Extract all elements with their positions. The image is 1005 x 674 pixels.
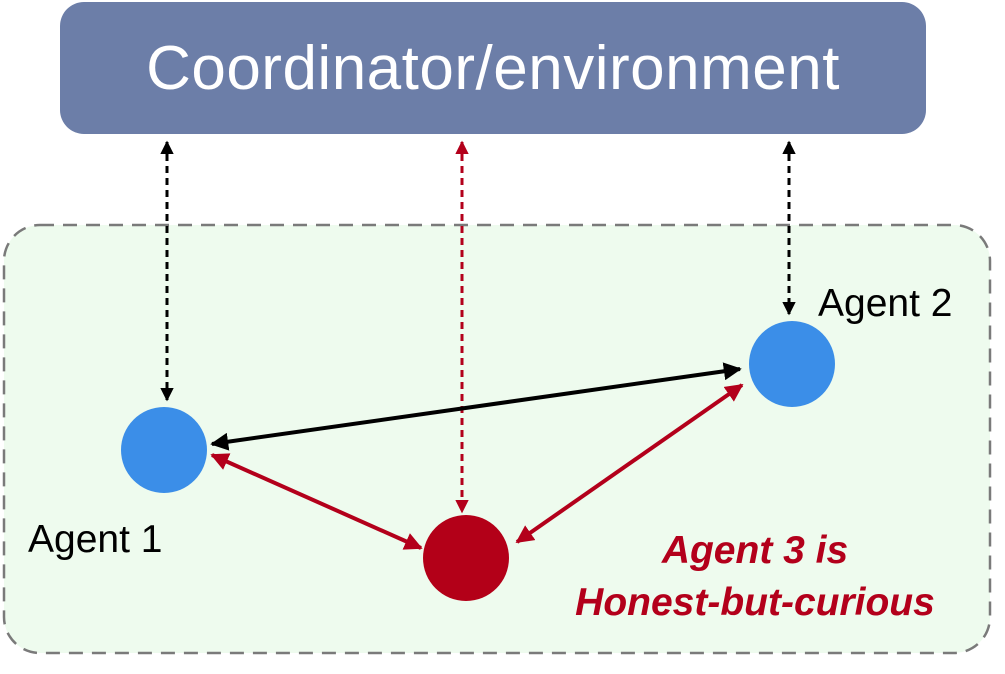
agent3-agent2-link [515,383,744,544]
agent1-agent2-link [210,362,742,451]
agent1-agent3-link [210,453,423,550]
agent2-node [749,321,835,407]
agent2-label: Agent 2 [818,282,953,325]
agent3-node [423,515,509,601]
coordinator-box: Coordinator/environment [60,2,926,134]
agent3-note-line2: Honest-but-curious [575,581,935,624]
agent3-note: Agent 3 is Honest-but-curious [520,525,990,629]
coordinator-label: Coordinator/environment [146,33,840,103]
agent1-node [121,407,207,493]
agent1-label: Agent 1 [28,518,163,561]
agent3-note-line1: Agent 3 is [661,529,849,572]
